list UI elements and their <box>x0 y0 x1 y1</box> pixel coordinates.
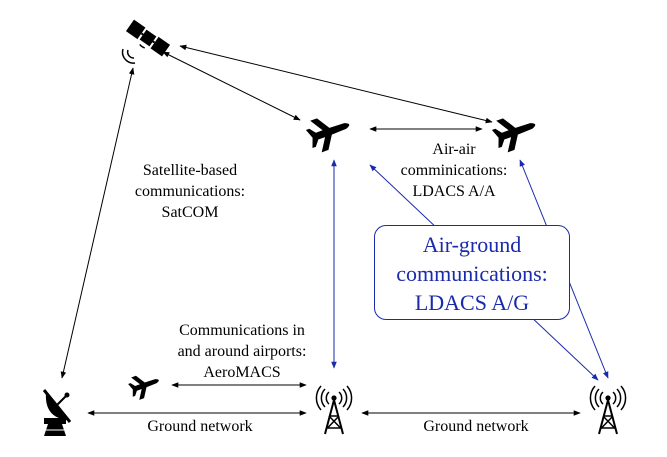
ground-station-dish-icon <box>42 389 72 436</box>
airplane-icon-left <box>303 108 355 155</box>
radio-tower-icon-right <box>589 385 627 435</box>
air-air-caption: Air-air comminications: LDACS A/A <box>400 141 508 200</box>
air-ground-box <box>374 225 570 320</box>
airport-caption: Communications in and around airports: A… <box>177 322 307 381</box>
satellite-icon <box>125 19 171 57</box>
link-satellite-dish <box>60 67 135 379</box>
satellite-signal <box>121 48 136 64</box>
ground-network-label-left: Ground network <box>147 418 253 435</box>
satellite-caption: Satellite-based communications: SatCOM <box>134 162 246 221</box>
air-ground-caption: Air-ground communications: LDACS A/G <box>396 232 548 315</box>
link-satellite-plane2 <box>179 44 493 124</box>
link-satellite-plane1 <box>162 51 301 121</box>
ground-network-label-right: Ground network <box>423 418 529 435</box>
radio-tower-icon-center <box>315 385 353 435</box>
